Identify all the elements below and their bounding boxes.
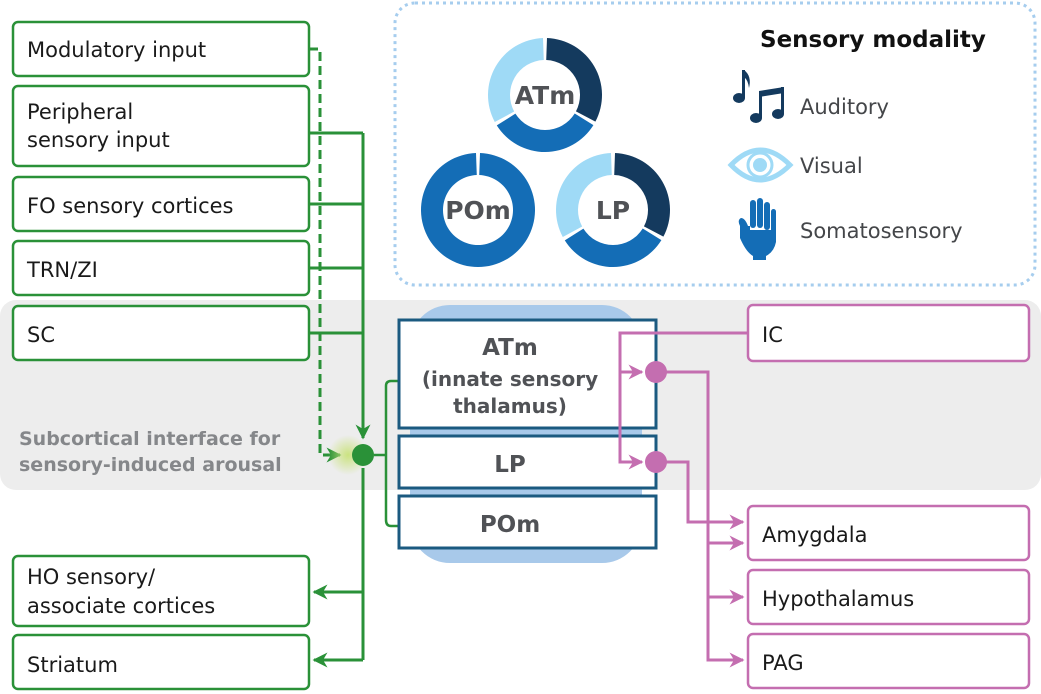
hand-icon — [738, 198, 776, 260]
input-box-ic[interactable]: IC — [746, 303, 1031, 363]
donut-lp-visual-slice — [555, 153, 612, 237]
svg-text:Hypothalamus: Hypothalamus — [762, 587, 914, 611]
donut-lp-somatosensory-slice — [564, 228, 662, 268]
legend-item-auditory: Auditory — [733, 70, 889, 123]
output-label: Hypothalamus — [762, 587, 914, 611]
ic-trunk-line — [618, 331, 748, 470]
output-box-amygdala[interactable]: Amygdala — [746, 504, 1031, 562]
donut-atm-auditory-slice — [546, 38, 602, 122]
svg-text:SC: SC — [27, 323, 55, 347]
svg-text:sensory-induced arousal: sensory-induced arousal — [19, 454, 282, 476]
input-label: TRN/ZI — [26, 258, 98, 282]
svg-text:Somatosensory: Somatosensory — [800, 219, 963, 243]
donut-atm-visual-slice — [488, 38, 544, 122]
legend-title: Sensory modality — [760, 27, 986, 53]
output-label: associate cortices — [27, 594, 215, 618]
thalamus-bracket-line — [374, 379, 399, 528]
svg-text:ATm: ATm — [482, 335, 538, 361]
donut-atm-somatosensory-slice — [496, 113, 594, 153]
eye-icon — [727, 147, 794, 183]
green-integration-node — [352, 444, 374, 466]
pink-node-atm — [645, 361, 667, 383]
donut-pom-label: POm — [445, 196, 511, 225]
input-label: sensory input — [27, 128, 170, 152]
legend-label: Auditory — [800, 95, 889, 119]
output-label: Amygdala — [762, 523, 867, 547]
output-box-striatum[interactable]: Striatum — [11, 633, 311, 691]
sensory-modality-panel — [393, 1, 1037, 287]
svg-text:Amygdala: Amygdala — [762, 523, 867, 547]
output-label: HO sensory/ — [27, 565, 156, 589]
svg-text:POm: POm — [480, 512, 540, 538]
legend-label: Somatosensory — [800, 219, 963, 243]
svg-text:sensory input: sensory input — [27, 128, 170, 152]
donut-atm-label: ATm — [515, 81, 576, 110]
input-box-sc[interactable]: SC — [11, 304, 311, 362]
green-glow — [328, 435, 368, 475]
input-label: FO sensory cortices — [27, 194, 233, 218]
svg-text:PAG: PAG — [762, 651, 804, 675]
svg-text:associate cortices: associate cortices — [27, 594, 215, 618]
legend-item-visual: Visual — [727, 147, 863, 183]
legend-item-somatosensory: Somatosensory — [738, 198, 963, 260]
svg-text:thalamus): thalamus) — [453, 394, 567, 418]
donut-pom-somatosensory-slice — [421, 153, 535, 267]
nucleus-pom[interactable]: POm — [397, 494, 658, 550]
nucleus-atm[interactable]: ATm (innate sensory thalamus) — [397, 318, 658, 430]
output-box-pag[interactable]: PAG — [746, 632, 1031, 690]
input-label: Modulatory input — [27, 38, 206, 62]
svg-text:Striatum: Striatum — [27, 653, 118, 677]
donut-lp-auditory-slice — [614, 153, 670, 237]
music-notes-icon — [733, 70, 784, 123]
svg-text:IC: IC — [762, 323, 783, 347]
pink-node-lp — [645, 451, 667, 473]
svg-text:Visual: Visual — [800, 154, 863, 178]
atm-output-line — [656, 370, 745, 668]
input-box-peripheral[interactable]: Peripheral sensory input — [11, 84, 311, 168]
nucleus-sublabel: thalamus) — [453, 394, 567, 418]
output-box-hypothalamus[interactable]: Hypothalamus — [746, 568, 1031, 626]
svg-text:Subcortical interface for: Subcortical interface for — [19, 428, 281, 450]
svg-text:HO sensory/: HO sensory/ — [27, 565, 156, 589]
svg-text:FO sensory cortices: FO sensory cortices — [27, 194, 233, 218]
input-label: Peripheral — [27, 100, 133, 124]
band-label-line: sensory-induced arousal — [19, 454, 282, 476]
svg-text:TRN/ZI: TRN/ZI — [26, 258, 98, 282]
nucleus-lp[interactable]: LP — [397, 434, 658, 490]
svg-text:Peripheral: Peripheral — [27, 100, 133, 124]
pink-connectors — [618, 331, 748, 668]
input-box-fo-cortices[interactable]: FO sensory cortices — [11, 175, 311, 233]
svg-text:Modulatory input: Modulatory input — [27, 38, 206, 62]
svg-text:Auditory: Auditory — [800, 95, 889, 119]
ic-label: IC — [762, 323, 783, 347]
input-label: SC — [27, 323, 55, 347]
svg-text:LP: LP — [494, 452, 526, 478]
lp-output-line — [656, 460, 745, 530]
input-box-modulatory[interactable]: Modulatory input — [11, 20, 311, 78]
svg-text:(innate sensory: (innate sensory — [422, 367, 598, 391]
output-label: Striatum — [27, 653, 118, 677]
donut-lp-label: LP — [596, 196, 630, 225]
nucleus-label: ATm — [482, 335, 538, 361]
band-label-line: Subcortical interface for — [19, 428, 281, 450]
input-box-trn-zi[interactable]: TRN/ZI — [11, 239, 311, 297]
nucleus-label: LP — [494, 452, 526, 478]
svg-text:Sensory modality: Sensory modality — [760, 27, 986, 53]
output-box-ho-cortices[interactable]: HO sensory/ associate cortices — [11, 554, 311, 628]
nucleus-sublabel: (innate sensory — [422, 367, 598, 391]
legend-label: Visual — [800, 154, 863, 178]
output-label: PAG — [762, 651, 804, 675]
nucleus-label: POm — [480, 512, 540, 538]
